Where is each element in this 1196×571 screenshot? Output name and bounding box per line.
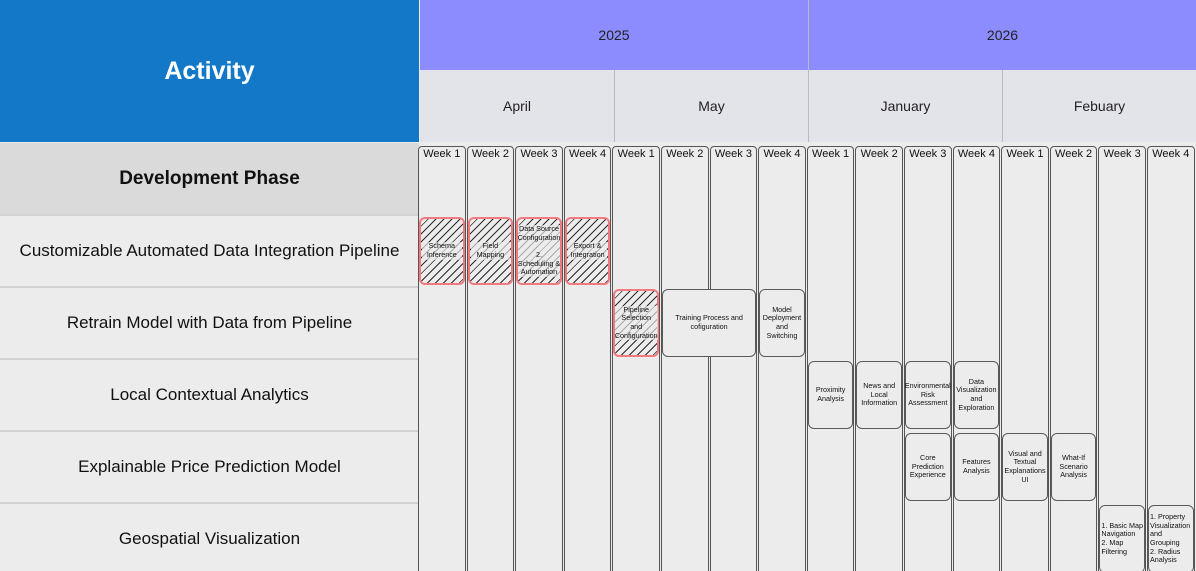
task-label: Field Mapping bbox=[470, 241, 511, 260]
month-divider bbox=[614, 70, 615, 142]
task-label: Visual and Textual Explanations UI bbox=[1004, 448, 1046, 484]
task-bar: What-If Scenario Analysis bbox=[1050, 433, 1097, 501]
row-divider bbox=[0, 214, 419, 216]
task-label: Training Process and cofiguration bbox=[675, 313, 743, 331]
week-column bbox=[855, 146, 903, 571]
task-bar: 1. Property Visualization and Grouping 2… bbox=[1148, 505, 1194, 571]
week-column bbox=[515, 146, 563, 571]
week-label: Week 1 bbox=[812, 148, 850, 160]
task-label: Proximity Analysis bbox=[815, 385, 846, 403]
week-column bbox=[563, 146, 612, 571]
week-column bbox=[1147, 146, 1195, 571]
task-bar: Data Visualization and Exploration bbox=[953, 361, 1000, 429]
task-bar: 1. Basic Map Navigation 2. Map Filtering bbox=[1099, 505, 1145, 571]
task-label: News and Local Information bbox=[861, 381, 898, 408]
task-bar: Environmental Risk Assessment bbox=[905, 361, 951, 429]
week-column bbox=[466, 146, 515, 571]
task-bar: Training Process and cofiguration bbox=[662, 289, 757, 357]
task-bar: Visual and Textual Explanations UI bbox=[1002, 433, 1048, 501]
task-bar: Data Source Configuration 2. Scheduling … bbox=[516, 217, 562, 285]
row-divider bbox=[0, 502, 419, 504]
task-bar: Core Prediction Experience bbox=[905, 433, 951, 501]
week-label: Week 3 bbox=[520, 148, 558, 160]
task-label: Core Prediction Experience bbox=[909, 453, 946, 480]
week-label: Week 2 bbox=[666, 148, 704, 160]
row-divider bbox=[0, 286, 419, 288]
task-bar: News and Local Information bbox=[856, 361, 902, 429]
week-column bbox=[1049, 146, 1098, 571]
row-label-local-contextual-analytics: Local Contextual Analytics bbox=[110, 385, 309, 404]
week-label: Week 4 bbox=[957, 148, 995, 160]
week-label: Week 4 bbox=[569, 148, 607, 160]
week-label: Week 2 bbox=[471, 148, 509, 160]
week-column bbox=[612, 146, 660, 571]
row-divider bbox=[0, 358, 419, 360]
week-label: Week 1 bbox=[1006, 148, 1044, 160]
year-header-2026: 2026 bbox=[809, 0, 1196, 70]
month-header-may: May bbox=[615, 70, 808, 142]
task-label: Export & Integration bbox=[567, 241, 608, 260]
week-label: Week 4 bbox=[1152, 148, 1190, 160]
week-column bbox=[952, 146, 1001, 571]
week-column bbox=[758, 146, 806, 571]
week-column bbox=[1098, 146, 1146, 571]
year-divider bbox=[808, 0, 809, 142]
week-label: Week 3 bbox=[1103, 148, 1141, 160]
task-label: Model Deployment and Switching bbox=[762, 304, 802, 340]
week-label: Week 3 bbox=[909, 148, 947, 160]
task-label: Schema Inference bbox=[422, 241, 462, 260]
task-bar: Pipeline Selection and Configuration bbox=[613, 289, 659, 357]
month-divider bbox=[1002, 70, 1003, 142]
task-label: What-If Scenario Analysis bbox=[1059, 453, 1088, 480]
week-column bbox=[904, 146, 952, 571]
month-header-febuary: Febuary bbox=[1003, 70, 1196, 142]
week-column bbox=[661, 146, 709, 571]
week-column bbox=[709, 146, 758, 571]
week-label: Week 2 bbox=[1055, 148, 1093, 160]
task-label: 1. Property Visualization and Grouping 2… bbox=[1150, 512, 1191, 565]
development-phase-label: Development Phase bbox=[0, 143, 419, 215]
row-label-geospatial-visualization: Geospatial Visualization bbox=[118, 529, 301, 548]
task-bar: Schema Inference bbox=[419, 217, 465, 285]
task-label: Environmental Risk Assessment bbox=[904, 381, 951, 408]
row-divider bbox=[0, 430, 419, 432]
task-label: 1. Basic Map Navigation 2. Map Filtering bbox=[1101, 520, 1143, 556]
year-header-2025: 2025 bbox=[420, 0, 808, 70]
week-label: Week 2 bbox=[860, 148, 898, 160]
task-label: Features Analysis bbox=[962, 457, 991, 475]
week-label: Week 4 bbox=[763, 148, 801, 160]
week-column bbox=[418, 146, 466, 571]
activity-header: Activity bbox=[0, 0, 419, 142]
row-label-retrain-model: Retrain Model with Data from Pipeline bbox=[66, 313, 353, 332]
task-label: Pipeline Selection and Configuration bbox=[614, 304, 658, 341]
week-label: Week 3 bbox=[714, 148, 752, 160]
row-label-data-integration-pipeline: Customizable Automated Data Integration … bbox=[19, 241, 400, 260]
month-header-april: April bbox=[420, 70, 614, 142]
task-bar: Export & Integration bbox=[564, 217, 611, 285]
week-label: Week 1 bbox=[617, 148, 655, 160]
week-column bbox=[806, 146, 855, 571]
task-bar: Features Analysis bbox=[953, 433, 1000, 501]
task-label: Data Visualization and Exploration bbox=[956, 376, 997, 412]
row-label-price-prediction-model: Explainable Price Prediction Model bbox=[78, 457, 341, 476]
month-header-january: January bbox=[809, 70, 1002, 142]
task-bar: Proximity Analysis bbox=[807, 361, 854, 429]
task-bar: Field Mapping bbox=[467, 217, 514, 285]
week-column bbox=[1001, 146, 1049, 571]
task-label: Data Source Configuration 2. Scheduling … bbox=[517, 224, 561, 277]
week-label: Week 1 bbox=[423, 148, 461, 160]
task-bar: Model Deployment and Switching bbox=[759, 289, 805, 357]
